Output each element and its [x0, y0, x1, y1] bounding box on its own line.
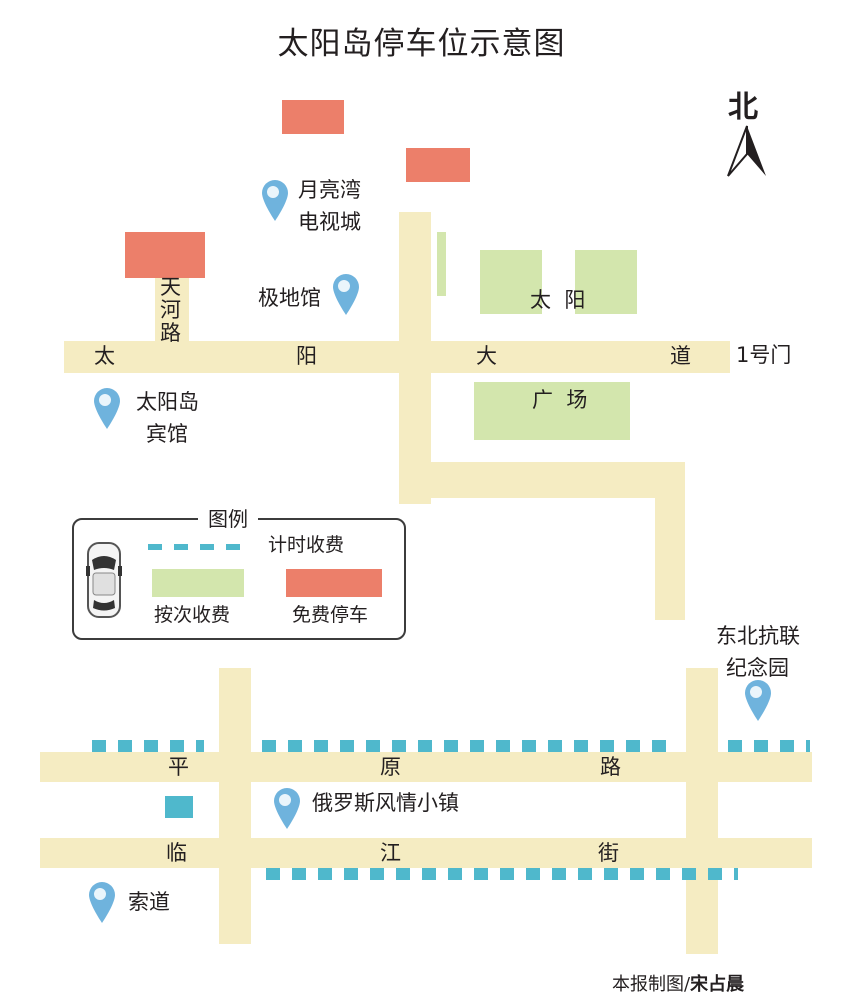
- pingyuan-road-label-3: 路: [600, 755, 621, 779]
- car-icon: [86, 542, 122, 618]
- memorial-label-2: 纪念园: [726, 656, 789, 680]
- gate-1-label: 1号门: [736, 343, 792, 367]
- linjiang-street-label-2: 江: [380, 841, 401, 865]
- hotel-label-2: 宾馆: [146, 422, 188, 446]
- legend-per-entry-swatch: [152, 569, 244, 597]
- tianhe-road-label: 天 河 路: [160, 275, 181, 345]
- credit-prefix: 本报制图/: [612, 974, 691, 995]
- map-title: 太阳岛停车位示意图: [277, 26, 566, 62]
- legend-title: 图例: [198, 503, 258, 532]
- legend-timed-label: 计时收费: [268, 534, 345, 556]
- east-vertical-road: [686, 668, 718, 954]
- location-pin-icon: [89, 882, 115, 923]
- per-entry-parking-lot: [480, 250, 542, 314]
- pingyuan-road: [40, 752, 812, 782]
- plaza-label-top: 太 阳: [530, 288, 586, 312]
- pingyuan-road-label-2: 原: [380, 755, 401, 779]
- location-pin-icon: [333, 274, 359, 315]
- linjiang-street: [40, 838, 812, 868]
- memorial-label-1: 东北抗联: [716, 624, 800, 648]
- legend-per-entry-label: 按次收费: [154, 604, 231, 626]
- north-access-road: [399, 212, 431, 504]
- per-entry-parking-lot: [575, 250, 637, 314]
- north-label: 北: [728, 90, 758, 125]
- timed-parking-line: [262, 740, 674, 752]
- moon-bay-label-2: 电视城: [298, 210, 361, 234]
- legend-free-label: 免费停车: [292, 604, 369, 626]
- free-parking-lot: [125, 232, 205, 278]
- east-connector-road: [655, 462, 685, 620]
- legend-timed-swatch: [148, 544, 252, 550]
- hotel-label-1: 太阳岛: [136, 390, 199, 414]
- north-arrow-icon: [727, 125, 766, 177]
- taiyang-avenue-label-1: 太: [94, 344, 115, 368]
- credit-author: 宋占晨: [690, 974, 745, 995]
- plaza-label-bottom: 广 场: [532, 388, 588, 412]
- russian-town-label: 俄罗斯风情小镇: [312, 791, 459, 815]
- pingyuan-road-label-1: 平: [168, 755, 189, 779]
- west-vertical-road: [219, 668, 251, 944]
- cableway-label: 索道: [128, 890, 170, 914]
- polar-hall-label: 极地馆: [258, 286, 321, 310]
- timed-parking-line: [728, 740, 810, 752]
- location-pin-icon: [745, 680, 771, 721]
- timed-parking-line: [266, 868, 738, 880]
- location-pin-icon: [262, 180, 288, 221]
- taiyang-avenue-label-4: 道: [670, 344, 691, 368]
- lower-connector-road: [399, 462, 685, 498]
- free-parking-lot: [406, 148, 470, 182]
- taiyang-avenue-road: [64, 341, 730, 373]
- per-entry-parking-lot: [474, 382, 630, 440]
- legend-free-swatch: [286, 569, 382, 597]
- moon-bay-label-1: 月亮湾: [298, 178, 361, 202]
- free-parking-lot: [282, 100, 344, 134]
- taiyang-avenue-label-2: 阳: [296, 344, 317, 368]
- timed-parking-lot: [165, 796, 193, 818]
- linjiang-street-label-1: 临: [166, 841, 187, 865]
- location-pin-icon: [274, 788, 300, 829]
- tianhe-road: [155, 276, 189, 346]
- linjiang-street-label-3: 街: [598, 841, 619, 865]
- timed-parking-line: [92, 740, 204, 752]
- location-pin-icon: [94, 388, 120, 429]
- taiyang-avenue-label-3: 大: [476, 344, 497, 368]
- per-entry-parking-strip: [437, 232, 446, 296]
- credit: 本报制图/宋占晨: [612, 970, 744, 996]
